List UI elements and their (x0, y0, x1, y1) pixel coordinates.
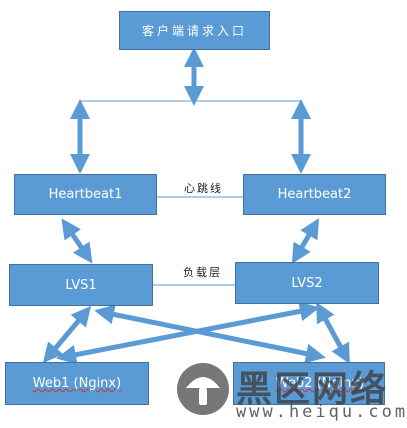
heartbeat2-to-lvs2-arrow (291, 218, 320, 264)
load-layer-link-label: 负载层 (180, 264, 225, 280)
lvs2-box: LVS2 (235, 262, 379, 304)
web1-box: Web1 (Nginx) (5, 362, 149, 405)
lvs1-to-web2-arrow (94, 304, 326, 364)
lvs2-to-web2-arrow (316, 301, 350, 365)
client-entry-label: 客户端请求入口 (141, 24, 247, 38)
lvs1-label: LVS1 (65, 277, 97, 293)
watermark-brand: 黑区网络 (236, 369, 389, 410)
lvs1-to-web1-arrow (42, 305, 92, 364)
heartbeat2-box: Heartbeat2 (243, 174, 386, 215)
heartbeat2-label: Heartbeat2 (277, 187, 352, 202)
web2-label: Web2 (Nginx) (275, 376, 365, 391)
heartbeat1-label: Heartbeat1 (48, 187, 123, 202)
watermark-mushroom-icon (177, 363, 229, 415)
watermark-url: www.heiqu.com (236, 402, 407, 422)
web2-box: Web2 (Nginx) (233, 362, 385, 405)
client-entry-box: 客户端请求入口 (119, 11, 270, 50)
lvs2-to-web1-arrow (56, 301, 320, 365)
heartbeat1-to-lvs1-arrow (61, 218, 93, 264)
heartbeat1-box: Heartbeat1 (14, 174, 157, 215)
lvs1-box: LVS1 (9, 264, 153, 306)
heartbeat-link-label: 心跳线 (181, 180, 226, 196)
web1-label: Web1 (Nginx) (32, 376, 122, 391)
lvs2-label: LVS2 (291, 275, 323, 291)
